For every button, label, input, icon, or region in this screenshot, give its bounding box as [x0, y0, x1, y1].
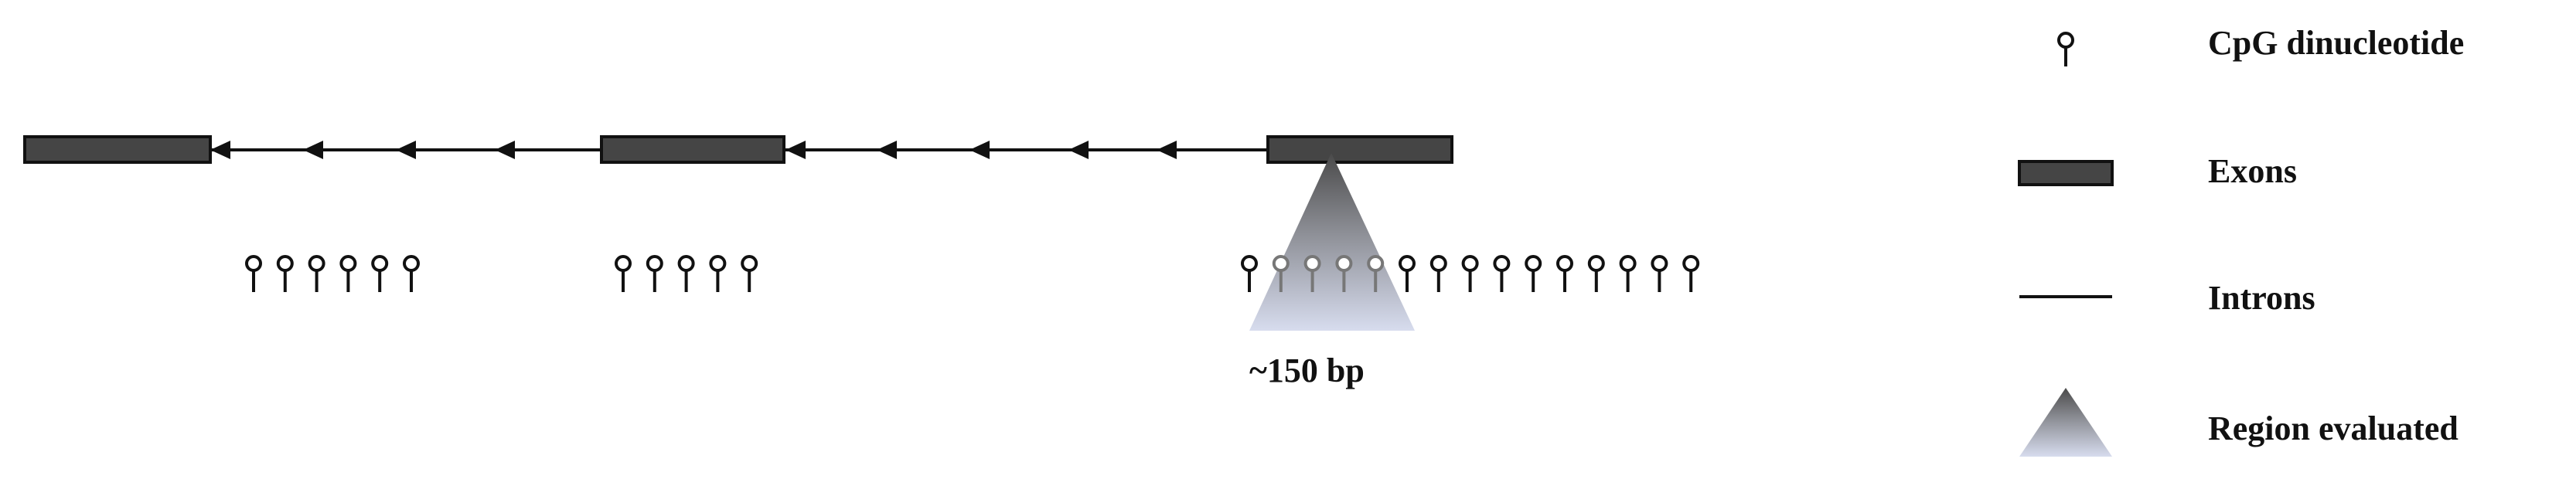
arrow-icon — [210, 141, 230, 159]
cpg-marker-icon — [677, 255, 695, 292]
legend-label-exons: Exons — [2208, 152, 2297, 190]
cpg-marker-icon — [1682, 255, 1700, 292]
arrow-icon — [969, 141, 990, 159]
cpg-marker-icon — [308, 255, 325, 292]
legend-item-exons: Exons — [2018, 152, 2297, 190]
cpg-marker-icon — [245, 255, 262, 292]
cpg-marker-icon — [1493, 255, 1511, 292]
cpg-marker-icon — [371, 255, 389, 292]
cpg-marker-icon — [1303, 255, 1321, 292]
legend-item-region: Region evaluated — [2019, 388, 2458, 457]
region-evaluated-icon — [2019, 388, 2112, 457]
cpg-marker-icon — [709, 255, 727, 292]
cpg-group-3 — [1241, 255, 1700, 292]
cpg-marker-icon — [1429, 255, 1447, 292]
legend-label-introns: Introns — [2208, 279, 2315, 317]
arrow-icon — [495, 141, 515, 159]
cpg-marker-icon — [1367, 255, 1385, 292]
cpg-group-2 — [615, 255, 758, 292]
legend-label-region: Region evaluated — [2208, 410, 2458, 447]
arrow-icon — [1068, 141, 1089, 159]
cpg-marker-icon — [615, 255, 632, 292]
cpg-marker-icon — [1651, 255, 1668, 292]
cpg-group-1 — [245, 255, 420, 292]
region-size-label: ~150 bp — [1249, 352, 1365, 389]
legend-item-cpg: CpG dinucleotide — [2057, 24, 2464, 66]
arrow-icon — [303, 141, 323, 159]
cpg-dinucleotide-icon — [2057, 32, 2074, 66]
cpg-marker-icon — [1241, 255, 1258, 292]
cpg-marker-icon — [741, 255, 758, 292]
cpg-marker-icon — [1525, 255, 1542, 292]
exon-1 — [23, 135, 212, 164]
cpg-marker-icon — [1461, 255, 1479, 292]
cpg-marker-icon — [1335, 255, 1353, 292]
legend-label-cpg: CpG dinucleotide — [2208, 24, 2464, 62]
cpg-marker-icon — [1556, 255, 1573, 292]
cpg-markers — [245, 255, 1700, 292]
cpg-marker-icon — [1619, 255, 1637, 292]
arrow-icon — [1157, 141, 1177, 159]
cpg-marker-icon — [1587, 255, 1605, 292]
cpg-marker-icon — [403, 255, 420, 292]
cpg-marker-icon — [276, 255, 294, 292]
region-evaluated-triangle — [1249, 153, 1415, 331]
arrow-icon — [877, 141, 897, 159]
intron-direction-arrows — [210, 141, 1177, 159]
cpg-marker-icon — [1399, 255, 1416, 292]
exon-icon — [2018, 160, 2114, 186]
legend-item-introns: Introns — [2019, 279, 2315, 317]
cpg-marker-icon — [339, 255, 357, 292]
arrow-icon — [396, 141, 416, 159]
exon-3 — [1266, 135, 1453, 164]
exon-2 — [600, 135, 785, 164]
cpg-marker-icon — [1272, 255, 1290, 292]
arrow-icon — [785, 141, 806, 159]
legend: CpG dinucleotide Exons Introns Region ev… — [2018, 24, 2464, 457]
gene-structure — [23, 135, 1453, 164]
cpg-marker-icon — [646, 255, 663, 292]
